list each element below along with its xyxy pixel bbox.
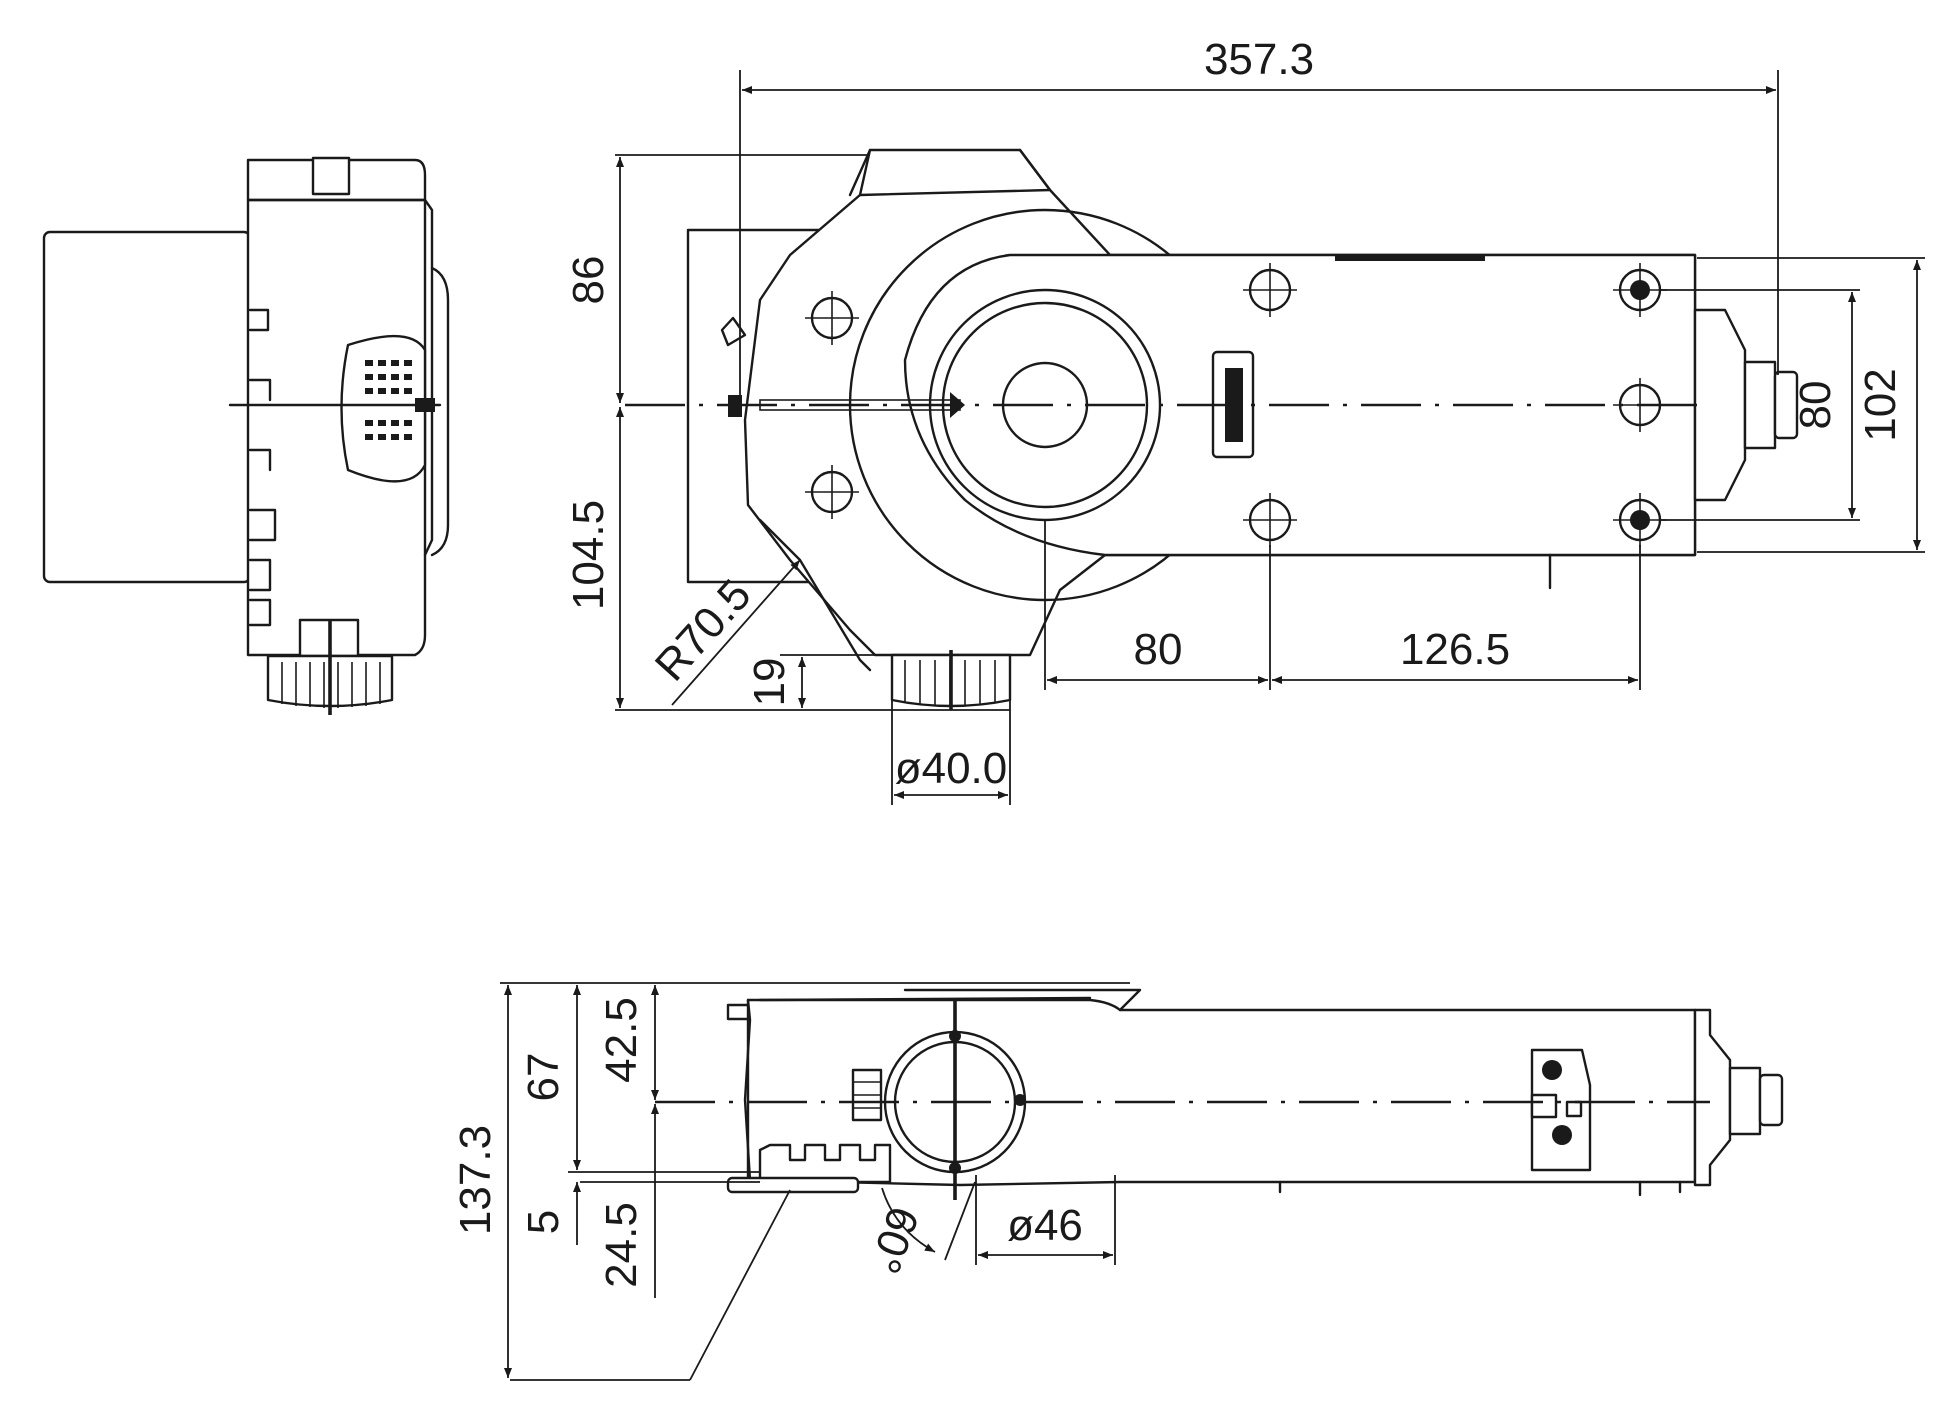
top-end-valve — [1693, 308, 1747, 502]
top-slot — [1335, 254, 1485, 261]
dim-angle: 60° — [859, 1200, 928, 1279]
dim-137: 137.3 — [451, 1125, 500, 1235]
dim-24: 24.5 — [597, 1202, 646, 1288]
side-dome — [340, 335, 427, 483]
side-top-cap — [246, 158, 427, 202]
side-mount-plate — [42, 230, 252, 584]
dim-126: 126.5 — [1400, 625, 1510, 674]
dim-80-vertical: 80 — [1791, 381, 1840, 430]
dim-5: 5 — [519, 1210, 568, 1234]
front-valve-plate — [1530, 1048, 1592, 1172]
side-dome-grille — [365, 360, 412, 440]
side-top-bracket — [311, 156, 351, 196]
side-view — [42, 156, 450, 715]
dim-357: 357.3 — [1204, 35, 1314, 84]
dim-d40: ø40.0 — [895, 744, 1008, 793]
dim-d46: ø46 — [1007, 1201, 1083, 1250]
top-view: 357.3 86 104.5 R70.5 19 ø40.0 80 126.5 8… — [564, 35, 1925, 805]
front-teeth — [758, 1143, 892, 1184]
dim-radius: R70.5 — [646, 570, 761, 690]
dim-102: 102 — [1856, 368, 1905, 441]
dim-86: 86 — [564, 256, 613, 305]
dim-80-horizontal: 80 — [1134, 625, 1183, 674]
dim-42: 42.5 — [597, 997, 646, 1083]
front-view: 137.3 67 42.5 24.5 5 60° ø46 — [451, 982, 1784, 1381]
front-end-valve — [1693, 1008, 1732, 1187]
dim-19: 19 — [745, 658, 794, 707]
dim-67: 67 — [519, 1053, 568, 1102]
dim-104: 104.5 — [564, 500, 613, 610]
